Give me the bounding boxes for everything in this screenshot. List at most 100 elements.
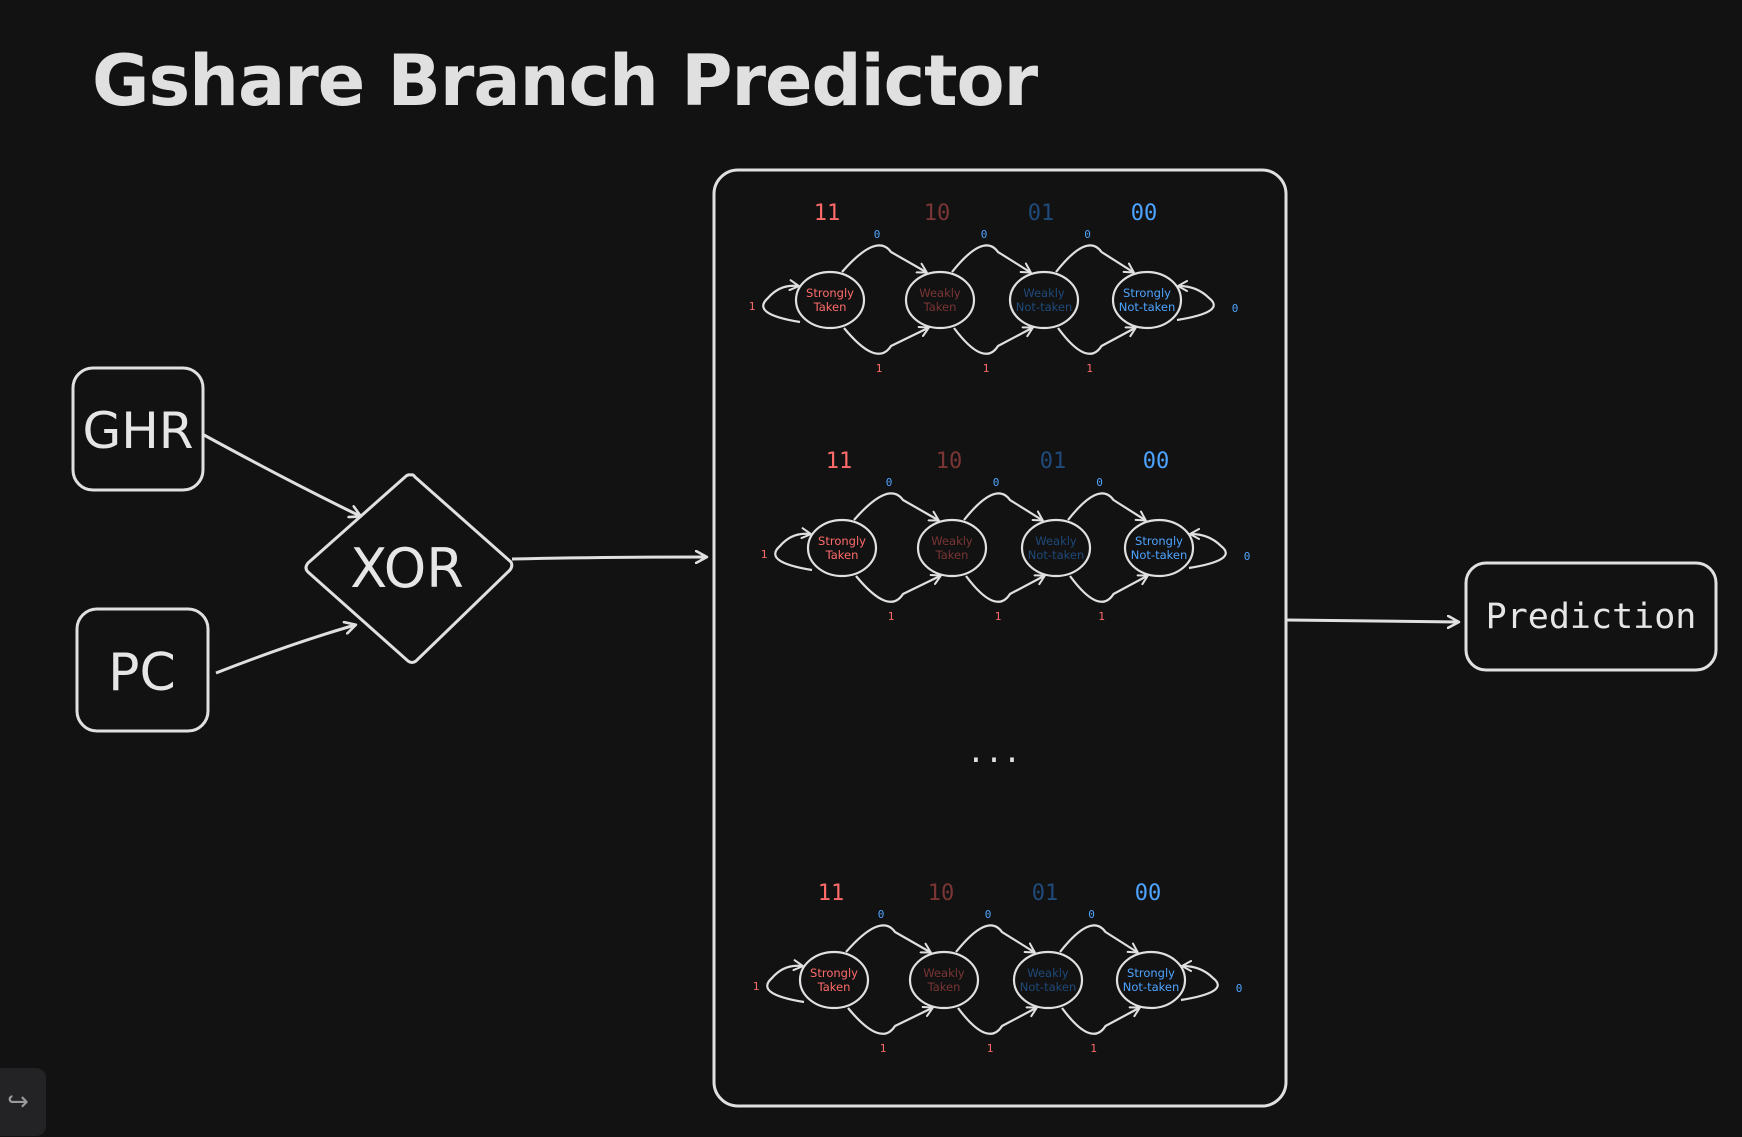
state-code: 00	[1143, 449, 1170, 474]
state-name-line2: Not-taken	[1028, 548, 1084, 562]
ghr-to-xor-arrow	[203, 433, 360, 516]
state-code: 10	[924, 201, 951, 226]
state-code: 00	[1131, 201, 1158, 226]
page-title: Gshare Branch Predictor	[92, 40, 1038, 122]
not-taken-label: 0	[1244, 550, 1251, 563]
state-name-line2: Not-taken	[1123, 980, 1179, 994]
taken-label: 1	[983, 362, 990, 375]
taken-transition	[965, 574, 1046, 603]
xor-to-table-arrow	[511, 557, 706, 559]
redo-arrow-icon: ↪	[7, 1087, 29, 1117]
state-name-line2: Taken	[817, 980, 851, 994]
taken-transition	[1057, 326, 1137, 355]
taken-label: 1	[749, 300, 756, 313]
not-taken-self-loop	[1188, 528, 1227, 570]
state-code: 10	[936, 449, 963, 474]
state-circle	[806, 518, 878, 578]
state-name-line2: Not-taken	[1119, 300, 1175, 314]
pc-to-xor-arrow	[215, 625, 355, 675]
not-taken-label: 0	[1236, 982, 1243, 995]
state-circle	[904, 270, 976, 330]
not-taken-label: 0	[993, 476, 1000, 489]
state-name-line1: Weakly	[1023, 286, 1065, 300]
redo-button[interactable]: ↪	[0, 1068, 46, 1136]
state-name-line1: Weakly	[1035, 534, 1077, 548]
state-name-line1: Weakly	[931, 534, 973, 548]
taken-transition	[957, 1006, 1038, 1035]
pc-register: PC	[75, 607, 210, 733]
pattern-history-table	[712, 168, 1288, 1108]
state-name-line1: Weakly	[1027, 966, 1069, 980]
state-circle	[1123, 518, 1195, 578]
state-name-line1: Strongly	[1135, 534, 1183, 548]
state-circle	[794, 270, 866, 330]
state-name-line2: Not-taken	[1020, 980, 1076, 994]
taken-label: 1	[1098, 610, 1105, 623]
not-taken-label: 0	[878, 908, 885, 921]
ghr-register: GHR	[71, 366, 205, 492]
taken-label: 1	[761, 548, 768, 561]
state-circle	[916, 518, 988, 578]
state-name-line1: Strongly	[818, 534, 866, 548]
taken-transition	[843, 326, 930, 355]
xor-label: XOR	[350, 537, 464, 600]
not-taken-label: 0	[1232, 302, 1239, 315]
state-circle	[1020, 518, 1092, 578]
state-name-line2: Taken	[923, 300, 957, 314]
not-taken-transition	[951, 244, 1032, 274]
state-name-line1: Strongly	[810, 966, 858, 980]
state-name-line2: Taken	[825, 548, 859, 562]
state-code: 00	[1135, 881, 1162, 906]
state-code: 11	[814, 201, 841, 226]
not-taken-label: 0	[886, 476, 893, 489]
state-circle	[1115, 950, 1187, 1010]
not-taken-label: 0	[1088, 908, 1095, 921]
taken-label: 1	[1086, 362, 1093, 375]
xor-gate: XOR	[304, 473, 514, 664]
taken-transition	[1061, 1006, 1141, 1035]
taken-label: 1	[987, 1042, 994, 1055]
pc-label: PC	[108, 643, 176, 703]
state-code: 11	[826, 449, 853, 474]
state-code: 01	[1028, 201, 1055, 226]
state-name-line1: Strongly	[1123, 286, 1171, 300]
taken-label: 1	[995, 610, 1002, 623]
taken-label: 1	[753, 980, 760, 993]
taken-label: 1	[888, 610, 895, 623]
not-taken-transition	[963, 492, 1044, 522]
not-taken-transition	[841, 244, 928, 274]
taken-transition	[847, 1006, 934, 1035]
not-taken-label: 0	[1096, 476, 1103, 489]
taken-label: 1	[1090, 1042, 1097, 1055]
not-taken-transition	[845, 924, 932, 954]
state-circle	[908, 950, 980, 1010]
table-to-prediction-arrow	[1286, 620, 1458, 622]
not-taken-label: 0	[981, 228, 988, 241]
state-circle	[1111, 270, 1183, 330]
state-name-line2: Not-taken	[1131, 548, 1187, 562]
state-code: 01	[1040, 449, 1067, 474]
taken-self-loop	[762, 279, 801, 324]
not-taken-transition	[955, 924, 1036, 954]
state-code: 10	[928, 881, 955, 906]
prediction-output: Prediction	[1464, 561, 1718, 672]
state-name-line2: Taken	[927, 980, 961, 994]
state-circle	[798, 950, 870, 1010]
not-taken-transition	[1055, 244, 1135, 274]
state-name-line1: Strongly	[1127, 966, 1175, 980]
state-name-line1: Weakly	[919, 286, 961, 300]
state-name-line2: Taken	[813, 300, 847, 314]
not-taken-label: 0	[874, 228, 881, 241]
taken-self-loop	[766, 959, 805, 1004]
taken-transition	[855, 574, 942, 603]
state-name-line2: Not-taken	[1016, 300, 1072, 314]
state-circle	[1012, 950, 1084, 1010]
not-taken-transition	[853, 492, 940, 522]
taken-self-loop	[774, 527, 813, 572]
more-entries-ellipsis: ...	[967, 735, 1021, 770]
state-name-line1: Weakly	[923, 966, 965, 980]
